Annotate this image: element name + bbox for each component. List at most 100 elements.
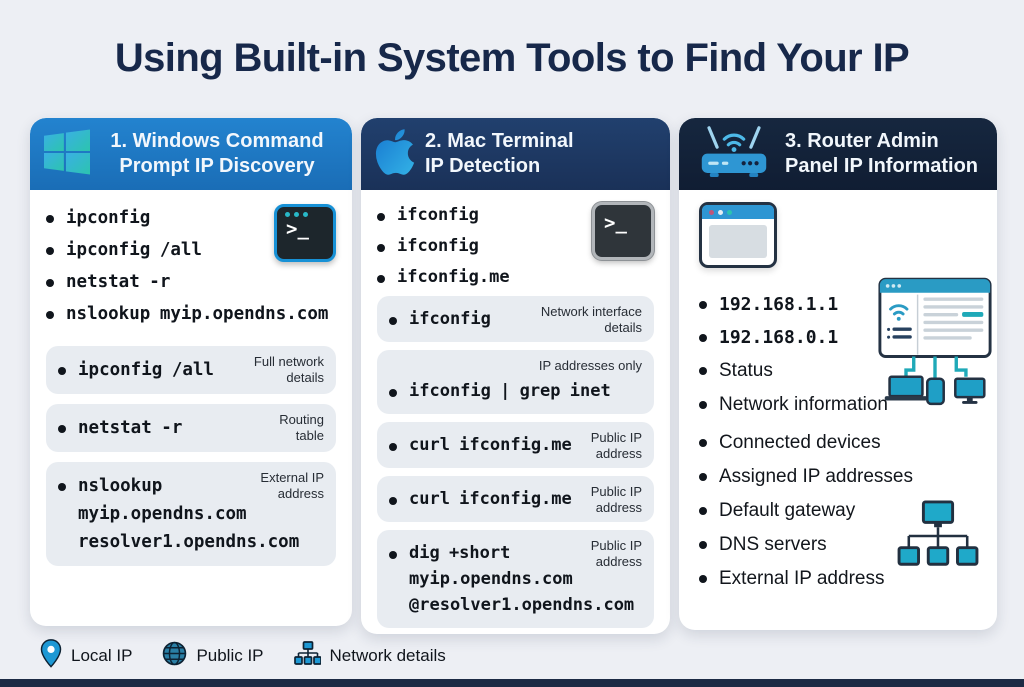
- ip-text: 192.168.1.1: [719, 294, 839, 315]
- command-text: netstat -r: [78, 418, 183, 438]
- router-card-body: 192.168.1.1 192.168.0.1 Status Network i…: [679, 190, 997, 630]
- info-text: Assigned IP addresses: [719, 466, 913, 487]
- terminal-dots-icon: [285, 212, 290, 217]
- command-chip: Public IP address curl ifconfig.me: [377, 476, 654, 522]
- info-bullet: Default gateway: [699, 496, 981, 526]
- command-text: ifconfig | grep inet: [409, 381, 611, 401]
- command-bullet: ifconfig: [377, 233, 654, 259]
- command-text: ipconfig: [66, 208, 151, 228]
- info-bullet: Connected devices: [699, 428, 981, 458]
- info-text: Network information: [719, 394, 888, 415]
- admin-panel-illustration: [877, 276, 993, 413]
- router-card-header: 3. Router Admin Panel IP Information: [679, 118, 997, 190]
- command-text: ifconfig: [409, 309, 491, 329]
- chip-label: Network interface details: [540, 304, 642, 335]
- router-card: 3. Router Admin Panel IP Information: [679, 118, 997, 630]
- bullet-dot: [377, 275, 385, 283]
- legend-label: Public IP: [196, 646, 264, 665]
- router-header-line1: 3. Router Admin: [785, 130, 939, 152]
- command-text: ipconfig /all: [66, 240, 202, 260]
- mac-header-title: 2. Mac Terminal IP Detection: [425, 129, 574, 179]
- info-text: Connected devices: [719, 432, 881, 453]
- globe-icon: [162, 641, 187, 671]
- bullet-dot: [58, 483, 66, 491]
- info-bullet: Network information: [699, 390, 981, 420]
- network-tree-icon: [895, 499, 981, 578]
- windows-card: 1. Windows Command Prompt IP Discovery >…: [30, 118, 352, 626]
- command-text: ipconfig /all: [78, 360, 214, 380]
- bullet-dot: [46, 215, 54, 223]
- command-chip: Routing table netstat -r: [46, 404, 336, 452]
- legend: Local IP Public IP: [40, 639, 446, 673]
- command-text: ifconfig.me: [397, 267, 510, 287]
- bullet-dot: [58, 425, 66, 433]
- router-header-title: 3. Router Admin Panel IP Information: [785, 129, 978, 179]
- mac-card-body: >_ ifconfig ifconfig ifconfig.me: [361, 190, 670, 634]
- command-bullet: nslookup myip.opendns.com resolver1.open…: [58, 472, 324, 556]
- bullet-dot: [389, 317, 397, 325]
- chip-label: Public IP address: [590, 538, 642, 569]
- mac-card-header: 2. Mac Terminal IP Detection: [361, 118, 670, 190]
- bullet-dot: [699, 439, 707, 447]
- chip-label: Public IP address: [590, 484, 642, 515]
- command-text: ifconfig: [397, 236, 479, 256]
- legend-item-public-ip: Public IP: [162, 641, 264, 671]
- command-bullet: curl ifconfig.me: [389, 486, 642, 512]
- command-bullet: ifconfig: [389, 306, 642, 332]
- browser-window-icon: [699, 202, 777, 268]
- command-bullet: netstat -r: [46, 268, 336, 296]
- ip-bullet: 192.168.1.1: [699, 290, 981, 319]
- bullet-dot: [46, 279, 54, 287]
- mac-header-line1: 2. Mac Terminal: [425, 130, 574, 152]
- command-bullet: dig +short myip.opendns.com @resolver1.o…: [389, 540, 642, 618]
- browser-dots-icon: [709, 210, 714, 215]
- bullet-dot: [46, 311, 54, 319]
- apple-logo-icon: [375, 126, 415, 183]
- router-info-list: 192.168.1.1 192.168.0.1 Status Network i…: [699, 290, 981, 594]
- command-chip: Public IP address curl ifconfig.me: [377, 422, 654, 468]
- bullet-dot: [46, 247, 54, 255]
- command-bullet: ipconfig /all: [58, 356, 324, 384]
- command-text: netstat -r: [66, 272, 171, 292]
- bullet-dot: [377, 244, 385, 252]
- command-bullet: ifconfig: [377, 202, 654, 228]
- bullet-dot: [699, 367, 707, 375]
- windows-logo-icon: [44, 129, 90, 180]
- legend-item-local-ip: Local IP: [40, 639, 132, 673]
- command-chip: Network interface details ifconfig: [377, 296, 654, 342]
- bottom-accent-bar: [0, 679, 1024, 687]
- command-bullet: ifconfig.me: [377, 264, 654, 290]
- bullet-dot: [699, 575, 707, 583]
- mac-card: 2. Mac Terminal IP Detection >_ ifconfig…: [361, 118, 670, 634]
- command-chip: Public IP address dig +short myip.opendn…: [377, 530, 654, 628]
- info-text: External IP address: [719, 568, 885, 589]
- bullet-dot: [58, 367, 66, 375]
- mac-command-list: ifconfig ifconfig ifconfig.me: [377, 202, 654, 290]
- bullet-dot: [389, 389, 397, 397]
- windows-header-line1: 1. Windows Command: [110, 130, 324, 152]
- command-text: ifconfig: [397, 205, 479, 225]
- chip-label: IP addresses only: [538, 358, 642, 373]
- command-bullet: ifconfig | grep inet: [389, 378, 642, 404]
- prompt-glyph: >_: [604, 212, 627, 234]
- info-text: DNS servers: [719, 534, 827, 555]
- page-title: Using Built-in System Tools to Find Your…: [114, 36, 910, 80]
- info-bullet: DNS servers: [699, 530, 981, 560]
- info-bullet: Status: [699, 356, 981, 386]
- bullet-dot: [699, 301, 707, 309]
- command-text: curl ifconfig.me: [409, 435, 572, 455]
- columns-row: 1. Windows Command Prompt IP Discovery >…: [30, 118, 997, 634]
- router-header-line2: Panel IP Information: [785, 155, 978, 177]
- chip-label: Full network details: [253, 354, 324, 385]
- legend-item-network-details: Network details: [293, 641, 446, 671]
- ip-text: 192.168.0.1: [719, 327, 839, 348]
- command-chip: IP addresses only ifconfig | grep inet: [377, 350, 654, 414]
- mac-header-line2: IP Detection: [425, 155, 541, 177]
- command-bullet: ipconfig: [46, 204, 336, 232]
- bullet-dot: [699, 473, 707, 481]
- chip-label: External IP address: [260, 470, 324, 501]
- windows-header-title: 1. Windows Command Prompt IP Discovery: [100, 129, 338, 179]
- router-icon: [693, 123, 775, 186]
- network-tree-icon: [293, 641, 322, 671]
